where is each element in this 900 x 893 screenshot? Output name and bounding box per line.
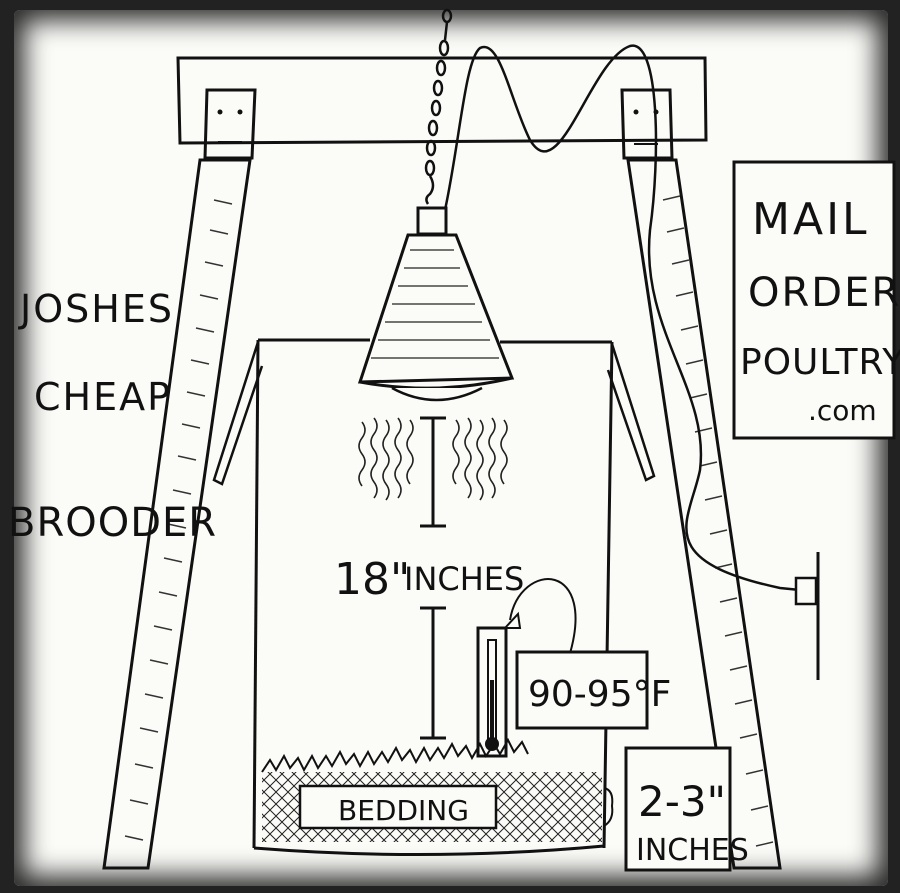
sign-line-2: ORDER <box>748 270 900 316</box>
bedding-depth-value: 2-3" <box>638 777 726 826</box>
bedding-label: BEDDING <box>338 794 469 827</box>
sign-line-3: POULTRY <box>740 342 900 383</box>
left-sawhorse-leg <box>104 90 255 868</box>
title-line-3: BROODER <box>8 500 217 546</box>
hanging-chain <box>426 10 451 204</box>
lamp-height-unit: INCHES <box>404 560 524 598</box>
heat-lamp <box>360 208 512 400</box>
lamp-height-value: 18" <box>334 554 410 605</box>
title: JOSHES CHEAP BROODER <box>8 287 217 546</box>
temperature-label: 90-95°F <box>528 674 671 715</box>
crossbeam <box>178 58 706 143</box>
bedding-depth-unit: INCHES <box>636 833 749 868</box>
title-line-1: JOSHES <box>18 287 174 331</box>
title-line-2: CHEAP <box>34 375 172 419</box>
sign-line-1: MAIL <box>752 194 870 245</box>
sign-line-4: .com <box>808 394 877 427</box>
